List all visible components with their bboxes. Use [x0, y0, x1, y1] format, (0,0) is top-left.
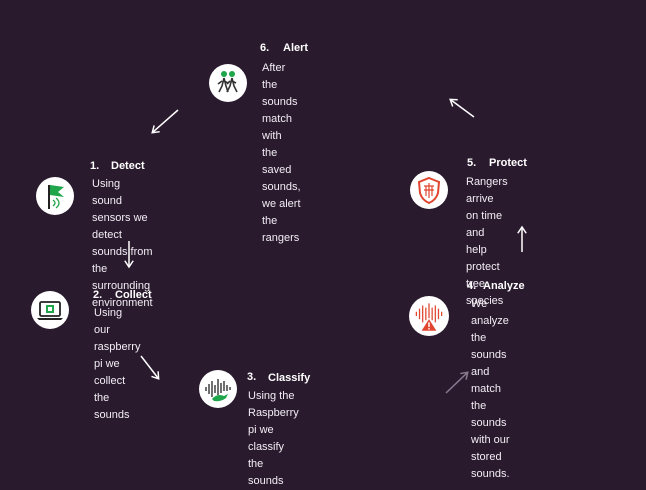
desc-line: the saved sounds, we alert [262, 147, 301, 210]
step-title: Classify [268, 372, 311, 384]
step-title: Collect [115, 289, 152, 301]
desc-line: We analyze the sounds and [471, 298, 509, 378]
step-number: 5. [467, 157, 477, 169]
bird-soundwave-icon [199, 370, 237, 408]
step-description: Using our raspberry pi we collect the so… [94, 305, 140, 424]
arrow-alert-to-detect [151, 109, 179, 134]
arrow-protect-to-alert [449, 98, 475, 118]
step-description: Using sound sensors we detect sounds fro… [92, 176, 153, 312]
rangers-icon [209, 64, 247, 102]
desc-line: environment [92, 297, 153, 309]
desc-line: collect the sounds [94, 375, 130, 421]
arrow-collect-to-classify [140, 355, 160, 380]
step-number: 1. [90, 160, 100, 172]
desc-line: Rangers arrive on time [466, 176, 508, 222]
step-title: Analyze [483, 280, 525, 292]
step-number: 2. [93, 289, 103, 301]
flow-arrows [124, 98, 527, 394]
step-number: 3. [247, 371, 257, 383]
flag-sensor-icon [36, 177, 74, 215]
step-title: Detect [111, 160, 145, 172]
desc-line: Using the Raspberry pi we [248, 390, 299, 436]
shield-icon [410, 171, 448, 209]
step-number: 6. [260, 42, 270, 54]
desc-line: match the sounds with our [471, 383, 510, 446]
soundwave-warning-icon [409, 296, 449, 336]
desc-line: the rangers [262, 215, 300, 244]
desc-line: After the sounds match with [262, 62, 298, 142]
step-description: After the sounds match with the saved so… [262, 60, 301, 247]
step-title: Alert [283, 42, 309, 54]
desc-line: sounds from the surrounding [92, 246, 153, 292]
desc-line: and help protect tree species [466, 227, 504, 307]
laptop-icon [31, 291, 69, 329]
arrow-classify-to-analyze [445, 371, 469, 394]
step-title: Protect [489, 157, 527, 169]
desc-line: Using our raspberry pi we [94, 307, 141, 370]
step-number: 4. [467, 280, 477, 292]
desc-line: Using sound sensors we detect [92, 178, 148, 241]
step-description: Rangers arrive on time and help protect … [466, 174, 508, 310]
